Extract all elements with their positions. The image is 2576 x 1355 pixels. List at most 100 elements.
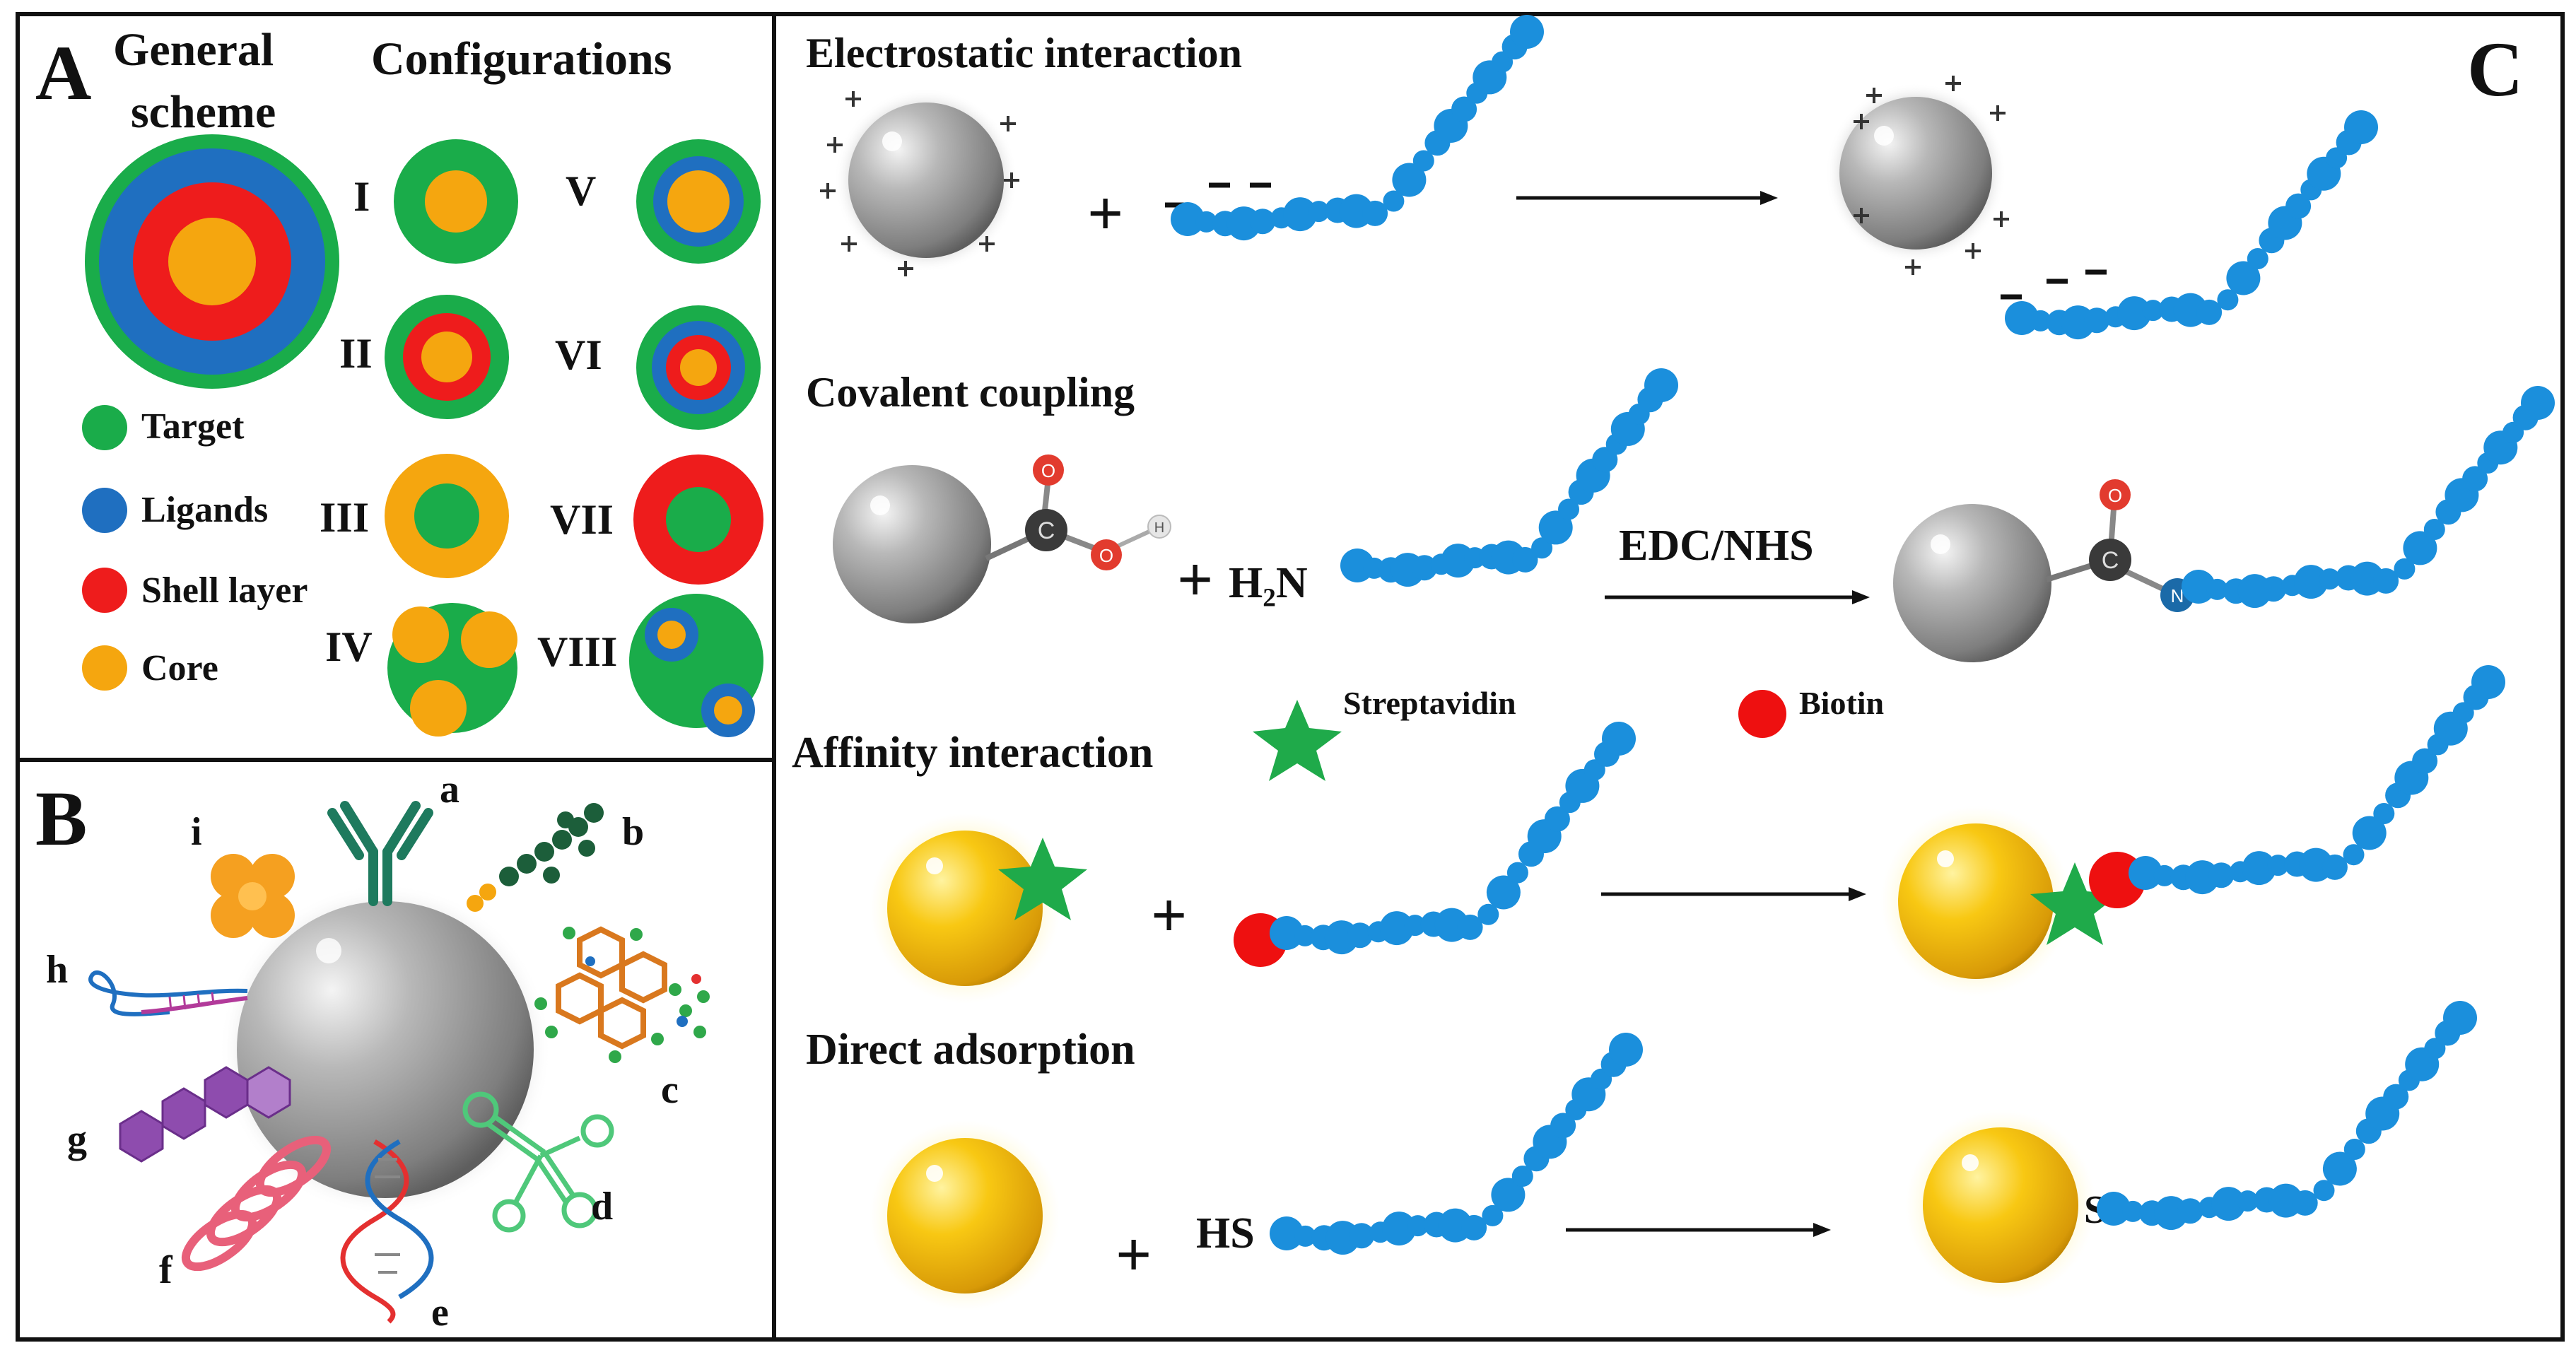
chain-bead	[2247, 248, 2268, 269]
carbon-letter: C	[1038, 517, 1055, 544]
chain-bead	[1379, 911, 1414, 946]
chain-bead	[2084, 307, 2110, 334]
chain-bead	[2292, 1190, 2318, 1216]
chain-bead	[1531, 537, 1553, 559]
polymer-g-icon	[119, 1066, 291, 1163]
label-e: e	[431, 1291, 449, 1335]
label-b: b	[622, 810, 644, 854]
chain-bead	[1609, 1033, 1643, 1067]
chain-bead	[1412, 150, 1434, 172]
chain-bead	[1506, 862, 1528, 884]
chain-bead	[2117, 296, 2152, 331]
biotin-legend-icon	[1738, 690, 1786, 738]
chain-bead	[2443, 1001, 2477, 1035]
panel-b: B a b	[35, 768, 710, 1335]
hs-label: HS	[1196, 1209, 1255, 1257]
config-label-vii: VII	[550, 496, 614, 543]
chain-bead	[1477, 903, 1499, 925]
carboxyl-group: C O O H	[985, 454, 1171, 570]
carbon-atom	[1025, 509, 1067, 551]
chain-bead	[1171, 202, 1205, 236]
chain-bead	[2267, 855, 2289, 876]
chain-bead	[1294, 1225, 1316, 1247]
chain-bead	[2412, 748, 2438, 774]
panel-a: A General scheme Configurations Target L…	[35, 24, 763, 737]
carbon-atom-2	[2089, 539, 2131, 581]
panel-c: C Electrostatic interaction +	[792, 15, 2555, 1311]
panel-a-letter: A	[35, 30, 91, 116]
label-g: g	[67, 1118, 87, 1161]
chain-bead	[2129, 856, 2162, 890]
streptavidin-on-gold-left	[998, 838, 1087, 920]
legend-label-ligands: Ligands	[141, 490, 268, 530]
aptamer-d-icon	[462, 1091, 614, 1233]
config-ii	[385, 295, 509, 419]
streptavidin-on-gold-right	[2030, 862, 2119, 945]
direct-title: Direct adsorption	[806, 1026, 1135, 1074]
ligand-chain-6	[2129, 665, 2505, 895]
chain-bead	[1544, 806, 1570, 832]
scheme-core	[168, 218, 256, 305]
chain-bead	[1404, 915, 1426, 937]
legend-dot-shell	[82, 568, 127, 613]
edc-nhs-label: EDC/NHS	[1619, 522, 1814, 570]
chain-bead	[2226, 261, 2261, 295]
chain-bead	[2294, 565, 2329, 599]
hydrogen-atom	[1147, 515, 1171, 539]
config-v	[636, 139, 761, 264]
label-d: d	[591, 1185, 613, 1228]
chain-bead	[1602, 722, 1636, 756]
ligand-chain-5	[1270, 722, 1636, 955]
covalent-particle-left	[833, 465, 991, 623]
chain-bead	[2403, 531, 2437, 565]
label-a: a	[440, 768, 459, 811]
chain-bead	[2373, 803, 2395, 824]
config-iv	[387, 603, 517, 737]
chain-bead	[1482, 1204, 1504, 1226]
chain-bead	[2177, 1198, 2203, 1224]
chain-bead	[1270, 916, 1304, 950]
config-label-v: V	[566, 168, 596, 214]
streptavidin-label: Streptavidin	[1343, 685, 1516, 721]
chain-bead	[1392, 163, 1427, 197]
oxygen-atom-right	[1091, 539, 1122, 570]
arrow-head-1	[1760, 191, 1778, 205]
chain-bead	[2122, 1200, 2144, 1222]
plus-sign-3: +	[1151, 881, 1187, 951]
helix-f-icon	[181, 1135, 332, 1272]
config-label-iii: III	[320, 494, 369, 541]
chain-bead	[2097, 1192, 2131, 1226]
chain-bead	[1461, 1214, 1487, 1240]
config-vi	[636, 305, 761, 430]
minus-signs-2	[2001, 269, 2107, 300]
oxygen-atom-top	[1033, 454, 1064, 486]
chain-bead	[2343, 1139, 2365, 1160]
strand-h-icon	[88, 970, 248, 1016]
chain-bead	[1550, 1113, 1576, 1139]
chain-bead	[1512, 546, 1538, 573]
affinity-title: Affinity interaction	[792, 729, 1153, 777]
chain-bead	[1382, 1212, 1417, 1246]
ligand-chain-7	[1270, 1033, 1643, 1255]
molecule-c-icon	[534, 926, 710, 1063]
plus-sign-4: +	[1116, 1220, 1152, 1290]
label-f: f	[159, 1248, 173, 1292]
general-scheme-title-2: scheme	[131, 86, 276, 138]
chain-bead	[1451, 96, 1477, 122]
config-iii	[385, 454, 509, 578]
arrow-head-3	[1849, 887, 1866, 901]
chain-bead	[2423, 519, 2445, 540]
electrostatic-title: Electrostatic interaction	[806, 30, 1242, 76]
chain-bead	[1511, 1166, 1533, 1187]
plus-sign-1: +	[1087, 179, 1123, 249]
chain-bead	[2030, 310, 2051, 332]
chain-bead	[1510, 15, 1544, 49]
chain-bead	[1644, 368, 1678, 402]
config-label-ii: II	[339, 330, 373, 377]
panel-c-frame	[772, 12, 2565, 1342]
config-label-iv: IV	[325, 623, 373, 670]
legend-dot-ligands	[82, 488, 127, 533]
chain-bead	[2343, 844, 2365, 866]
direct-gold-right	[1905, 1110, 2096, 1301]
chain-bead	[1538, 510, 1573, 545]
